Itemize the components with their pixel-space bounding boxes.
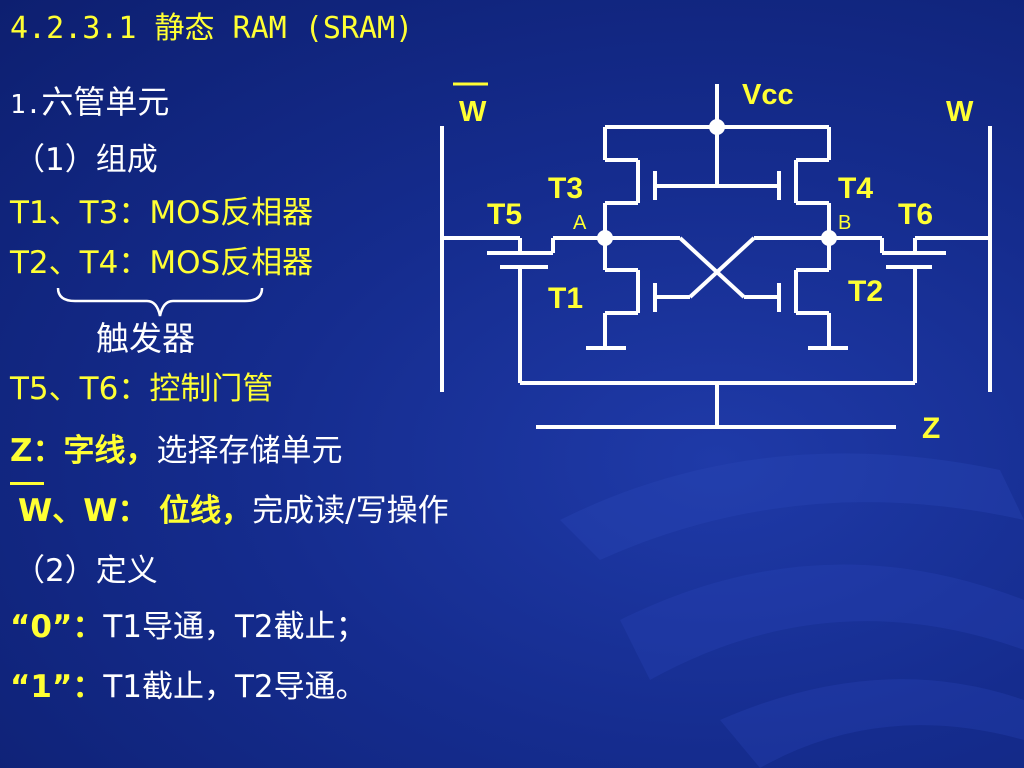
- circuit-wires: [440, 84, 992, 429]
- z-line: Z：字线，选择存储单元: [10, 436, 342, 467]
- node-a-dot: [597, 230, 613, 246]
- definition-0-rest: T1导通，T2截止；: [103, 609, 367, 645]
- t2-label: T2: [848, 275, 883, 308]
- w-label: W: [946, 96, 974, 128]
- t4-label: T4: [838, 172, 873, 205]
- node-b-dot: [821, 230, 837, 246]
- t6-label: T6: [898, 198, 933, 231]
- z-line-prefix: Z：字线，: [10, 433, 157, 469]
- w-line-rest: 完成读/写操作: [252, 493, 449, 529]
- brace-shape: [56, 287, 264, 317]
- node-b-label: B: [838, 212, 851, 234]
- t2-t4-line: T2、T4：MOS反相器: [10, 245, 314, 281]
- z-label: Z: [922, 412, 940, 445]
- t5-label: T5: [487, 198, 522, 231]
- t1-label: T1: [548, 282, 583, 315]
- vcc-label: Vcc: [742, 79, 794, 111]
- section-text: 六管单元: [41, 83, 170, 121]
- t5-t6-line: T5、T6：控制门管: [10, 371, 274, 407]
- t3-label: T3: [548, 172, 583, 205]
- section-number: 1.: [10, 90, 42, 120]
- section-heading: 1.六管单元: [10, 86, 169, 118]
- part2-heading: （2）定义: [14, 553, 158, 589]
- w-bar-overline: [10, 482, 44, 485]
- w-bar-label: W: [459, 96, 487, 128]
- page-title: 4.2.3.1 静态 RAM (SRAM): [10, 11, 414, 46]
- t1-t3-line: T1、T3：MOS反相器: [10, 195, 314, 231]
- definition-1-prefix: “1”：: [10, 669, 104, 705]
- definition-1-rest: T1截止，T2导通。: [103, 669, 367, 705]
- definition-1: “1”：T1截止，T2导通。: [10, 672, 367, 703]
- vcc-junction: [709, 119, 725, 135]
- w-line: W、W： 位线，完成读/写操作: [18, 496, 449, 527]
- node-a-label: A: [573, 212, 587, 234]
- definition-0: “0”：T1导通，T2截止；: [10, 612, 367, 643]
- z-line-rest: 选择存储单元: [156, 433, 343, 469]
- brace-label: 触发器: [96, 319, 195, 358]
- part1-heading: （1）组成: [14, 142, 158, 178]
- definition-0-prefix: “0”：: [10, 609, 104, 645]
- w-line-prefix: W、W： 位线，: [18, 493, 253, 529]
